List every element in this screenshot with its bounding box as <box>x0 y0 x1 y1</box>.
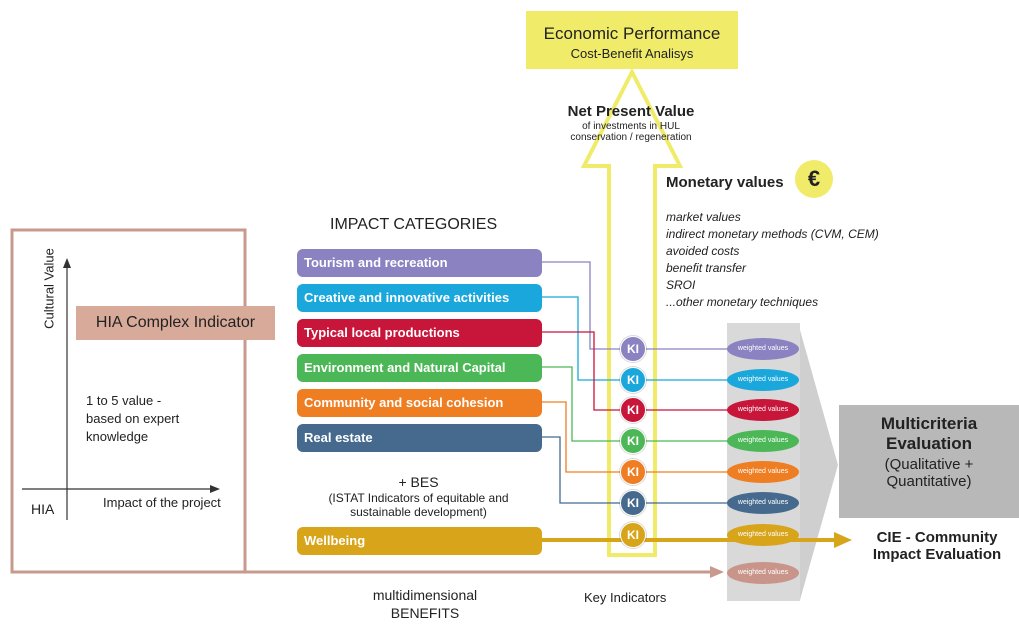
benefits-line2: BENEFITS <box>390 605 460 621</box>
economic-subtitle: Cost-Benefit Analisys <box>570 46 694 61</box>
hia-y-arrowhead <box>63 258 71 268</box>
monetary-item: SROI <box>666 278 696 292</box>
multicriteria-chevron <box>800 330 838 600</box>
multicriteria-title2: Evaluation <box>886 434 972 453</box>
multicriteria-sub1: (Qualitative + <box>884 456 974 473</box>
hia-y-axis-label: Cultural Value <box>41 248 57 329</box>
ki-circle: KI <box>620 336 646 362</box>
ki-circle: KI <box>620 490 646 516</box>
connector-tourism <box>542 261 620 350</box>
category-creative: Creative and innovative activities <box>297 284 542 312</box>
economic-title: Economic Performance <box>543 24 721 43</box>
ki-circle: KI <box>620 367 646 393</box>
npv-block: Net Present Value of investments in HUL … <box>548 103 714 143</box>
monetary-item: benefit transfer <box>666 261 747 275</box>
weighted-values: weighted values <box>727 562 799 584</box>
monetary-item: indirect monetary methods (CVM, CEM) <box>666 227 879 241</box>
monetary-title: Monetary values <box>666 174 784 191</box>
weighted-values: weighted values <box>727 492 799 514</box>
weighted-values: weighted values <box>727 430 799 452</box>
connector-community <box>542 401 620 473</box>
cie-block: CIE - Community Impact Evaluation <box>855 529 1019 563</box>
cie-line1: CIE - Community <box>876 529 998 546</box>
hia-complex-indicator: HIA Complex Indicator <box>76 306 275 340</box>
weighted-values: weighted values <box>727 399 799 421</box>
hia-origin-label: HIA <box>31 501 55 517</box>
cie-line2: Impact Evaluation <box>872 546 1002 563</box>
hia-note-line1: 1 to 5 value - <box>86 393 162 408</box>
connector-creative <box>542 296 620 381</box>
benefits-line1: multidimensional <box>372 587 478 603</box>
cie-arrowhead <box>834 532 852 548</box>
ki-circle: KI <box>620 428 646 454</box>
euro-icon: € <box>795 160 833 198</box>
category-real-estate: Real estate <box>297 424 542 452</box>
bes-line1: (ISTAT Indicators of equitable and <box>328 491 509 505</box>
connector-environment <box>542 366 620 442</box>
bes-line2: sustainable development) <box>350 505 487 519</box>
npv-title: Net Present Value <box>567 103 695 120</box>
connector-typical <box>542 331 620 411</box>
npv-line2: conservation / regeneration <box>570 132 692 143</box>
monetary-item: avoided costs <box>666 244 740 258</box>
benefits-block: multidimensional BENEFITS <box>335 587 515 621</box>
hia-note-line3: knowledge <box>86 429 149 444</box>
npv-line1: of investments in HUL <box>582 121 680 132</box>
ki-circle: KI <box>620 397 646 423</box>
monetary-item: ...other monetary techniques <box>666 295 819 309</box>
category-wellbeing: Wellbeing <box>297 527 542 555</box>
weighted-values: weighted values <box>727 524 799 546</box>
weighted-values: weighted values <box>727 338 799 360</box>
hia-note-line2: based on expert <box>86 411 180 426</box>
hia-x-axis-label: Impact of the project <box>103 495 221 510</box>
monetary-item: market values <box>666 210 741 224</box>
ki-circle: KI <box>620 522 646 548</box>
monetary-list: market values indirect monetary methods … <box>666 209 879 311</box>
category-typical: Typical local productions <box>297 319 542 347</box>
bes-title: + BES <box>398 474 439 490</box>
category-tourism: Tourism and recreation <box>297 249 542 277</box>
weighted-values: weighted values <box>727 461 799 483</box>
hia-x-arrowhead <box>210 485 220 493</box>
economic-performance-box: Economic Performance Cost-Benefit Analis… <box>526 11 738 69</box>
category-community: Community and social cohesion <box>297 389 542 417</box>
key-indicators-label: Key Indicators <box>584 590 667 605</box>
impact-categories-title: IMPACT CATEGORIES <box>330 216 498 233</box>
npv-up-arrow <box>580 67 684 557</box>
ki-circle: KI <box>620 459 646 485</box>
multicriteria-title1: Multicriteria <box>880 414 978 433</box>
hia-note: 1 to 5 value - based on expert knowledge <box>86 392 179 446</box>
benefits-arrowhead <box>710 566 724 578</box>
bes-block: + BES (ISTAT Indicators of equitable and… <box>296 474 541 519</box>
multicriteria-box: Multicriteria Evaluation (Qualitative + … <box>839 405 1019 518</box>
multicriteria-sub2: Quantitative) <box>886 473 972 490</box>
connector-real-estate <box>542 436 620 504</box>
weighted-values: weighted values <box>727 369 799 391</box>
category-environment: Environment and Natural Capital <box>297 354 542 382</box>
